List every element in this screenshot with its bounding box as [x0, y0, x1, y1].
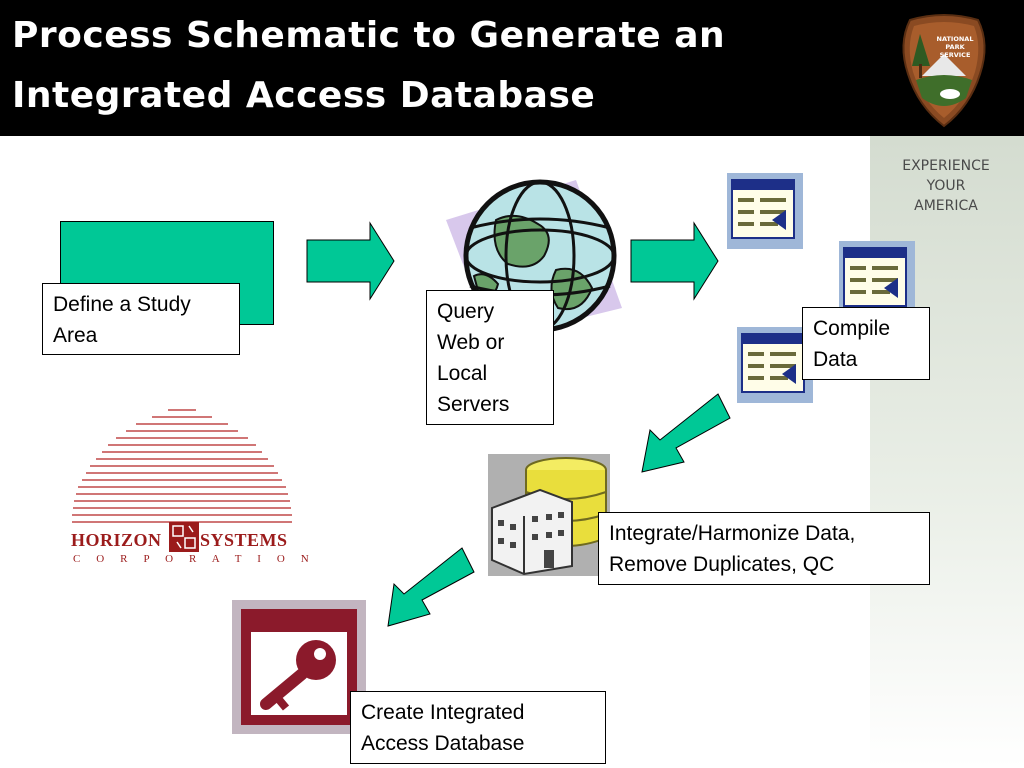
- corporation-word: C O R P O R A T I O N: [73, 553, 316, 565]
- define-line-1: Define a Study: [53, 293, 191, 316]
- title-line-2: Integrated Access Database: [12, 75, 596, 116]
- flow-arrow-1: [306, 221, 395, 301]
- database-server-icon: [488, 454, 610, 576]
- flow-arrow-2: [630, 221, 719, 301]
- horizon-word: HORIZON: [71, 530, 162, 550]
- define-line-2: Area: [53, 324, 98, 347]
- query-line-1: Query: [437, 300, 495, 323]
- query-line-3: Local: [437, 362, 488, 385]
- title-bar: [0, 0, 1024, 136]
- page-title: Process Schematic to Generate an Integra…: [12, 6, 872, 126]
- nps-logo-text-national: NATIONAL: [937, 35, 974, 43]
- title-line-1: Process Schematic to Generate an: [12, 15, 726, 56]
- nps-logo-text-service: SERVICE: [940, 51, 971, 59]
- query-servers-box: Query Web or Local Servers: [426, 290, 554, 425]
- horizon-emblem: [169, 522, 199, 552]
- define-study-area-box: Define a Study Area: [42, 283, 240, 355]
- create-line-1: Create Integrated: [361, 701, 525, 724]
- tagline-line-1: EXPERIENCE: [902, 158, 990, 174]
- query-line-4: Servers: [437, 393, 510, 416]
- create-line-2: Access Database: [361, 732, 525, 755]
- integrate-line-2: Remove Duplicates, QC: [609, 553, 835, 576]
- flow-arrow-3: [641, 393, 731, 473]
- access-key-icon: [232, 600, 366, 734]
- integrate-harmonize-box: Integrate/Harmonize Data, Remove Duplica…: [598, 512, 930, 585]
- compile-line-1: Compile: [813, 317, 891, 340]
- systems-word: SYSTEMS: [200, 530, 288, 550]
- compile-data-box: Compile Data: [802, 307, 930, 380]
- compile-line-2: Data: [813, 348, 858, 371]
- table-icon-2: [839, 241, 915, 317]
- side-gradient-panel: [870, 136, 1024, 768]
- create-access-database-box: Create Integrated Access Database: [350, 691, 606, 764]
- nps-arrowhead-logo: NATIONAL PARK SERVICE: [902, 14, 986, 128]
- tagline-line-3: AMERICA: [914, 198, 978, 214]
- flow-arrow-4: [387, 547, 475, 627]
- experience-your-america-tagline: EXPERIENCE YOUR AMERICA: [870, 156, 1022, 216]
- integrate-line-1: Integrate/Harmonize Data,: [609, 522, 856, 545]
- horizon-sunrise-graphic: [72, 409, 292, 523]
- nps-logo-text-park: PARK: [945, 43, 965, 51]
- table-icon-1: [727, 173, 803, 249]
- tagline-line-2: YOUR: [926, 178, 966, 194]
- query-line-2: Web or: [437, 331, 505, 354]
